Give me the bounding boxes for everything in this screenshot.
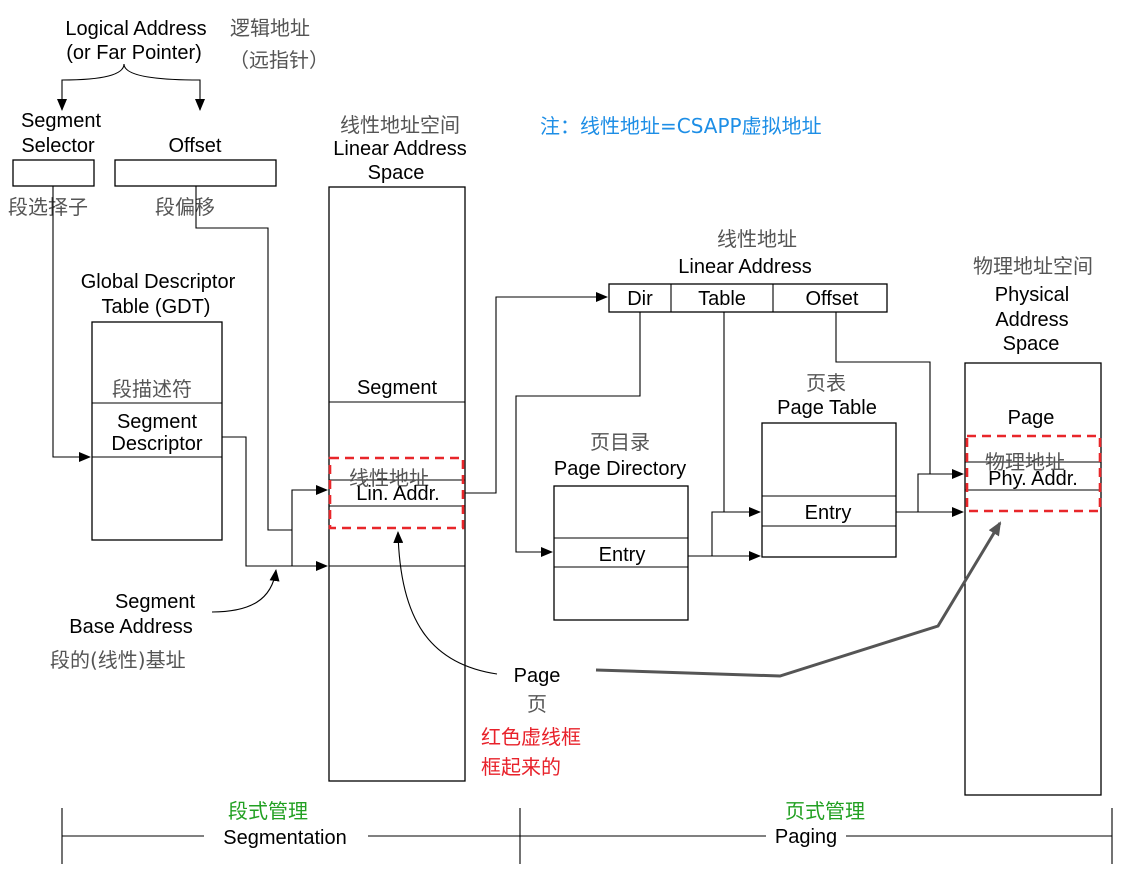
page-table-label: Page Table [777, 397, 877, 419]
page-table-box [761, 422, 897, 558]
page-label: Page [1008, 407, 1055, 429]
pt-entry-label: Entry [805, 502, 852, 524]
adder-to-phy-addr-arrow [917, 469, 964, 512]
page-table-cn: 页表 [806, 371, 846, 395]
far-pointer-cn: （远指针） [229, 48, 329, 72]
base-to-segment-arrow [222, 436, 328, 571]
selector-arrow [57, 63, 125, 111]
paging-label: Paging [775, 826, 837, 848]
phy-addr-highlight [965, 434, 1102, 513]
adder-to-pt-entry-arrow [711, 507, 761, 556]
segment-selector-cn: 段选择子 [8, 195, 88, 219]
segment-base-label: Segment [115, 591, 195, 613]
phy-addr-cn: 物理地址 [985, 450, 1065, 474]
paging-cn: 页式管理 [785, 799, 865, 823]
page-directory-cn: 页目录 [590, 430, 650, 454]
offset-label: Offset [169, 135, 222, 157]
lin-addr-label: Lin. Addr. [356, 483, 439, 505]
logical-address-cn: 逻辑地址 [230, 16, 310, 40]
note-text: 注：线性地址=CSAPP虚拟地址 [540, 114, 822, 138]
red-note-line1: 红色虚线框 [481, 725, 581, 749]
linear-address-bar [608, 283, 888, 313]
offset-field-line [835, 312, 931, 474]
logical-address-label: Logical Address [65, 18, 206, 40]
physical-space-label-3: Space [1003, 333, 1060, 355]
lin-addr-cn: 线性地址 [349, 466, 429, 490]
pd-entry-label: Entry [599, 544, 646, 566]
lin-addr-highlight [328, 456, 465, 530]
linear-address-cn: 线性地址 [717, 227, 797, 251]
segment-descriptor-cn: 段描述符 [112, 377, 192, 401]
offset-cn: 段偏移 [155, 195, 215, 219]
segmentation-label: Segmentation [223, 827, 346, 849]
table-field: Table [698, 288, 746, 310]
selector-label: Selector [21, 135, 95, 157]
page-directory-label: Page Directory [554, 458, 686, 480]
offset-line [195, 186, 292, 531]
offset-box [114, 159, 277, 187]
segment-selector-label: Segment [21, 110, 101, 132]
dir-to-pd-arrow [515, 312, 641, 557]
linear-space-cn: 线性地址空间 [340, 113, 460, 137]
segment-base-label-2: Base Address [69, 616, 192, 638]
far-pointer-label: (or Far Pointer) [66, 42, 202, 64]
linear-space-label: Linear Address [333, 138, 466, 160]
segmentation-cn: 段式管理 [228, 799, 308, 823]
phy-addr-label: Phy. Addr. [988, 468, 1078, 490]
segment-base-pointer [211, 569, 280, 613]
offset-arrow [123, 63, 205, 111]
page-directory-box [553, 485, 689, 621]
lin-addr-to-bar-arrow [465, 292, 608, 494]
page-callout-label: Page [514, 665, 561, 687]
adder-to-lin-addr-arrow [291, 485, 328, 566]
linear-address-label: Linear Address [678, 256, 811, 278]
physical-space-cn: 物理地址空间 [973, 254, 1093, 278]
linear-space-label-2: Space [368, 162, 425, 184]
page-callout-cn: 页 [527, 692, 547, 716]
physical-space-label: Physical [995, 284, 1069, 306]
red-note-line2: 框起来的 [481, 755, 561, 779]
dir-field: Dir [627, 288, 653, 310]
segment-descriptor-label: Segment [117, 411, 197, 433]
gdt-label: Global Descriptor [81, 271, 236, 293]
page-callout-arrow-left [393, 531, 498, 675]
segment-selector-box [12, 159, 95, 187]
segment-descriptor-label-2: Descriptor [111, 433, 202, 455]
gdt-box [91, 321, 223, 541]
selector-to-gdt-arrow [52, 186, 91, 462]
page-callout-arrow-right [595, 521, 1002, 678]
offset-field: Offset [806, 288, 859, 310]
gdt-label-2: Table (GDT) [102, 296, 211, 318]
segment-base-cn: 段的(线性)基址 [50, 648, 186, 672]
physical-space-label-2: Address [995, 309, 1068, 331]
segment-label: Segment [357, 377, 437, 399]
